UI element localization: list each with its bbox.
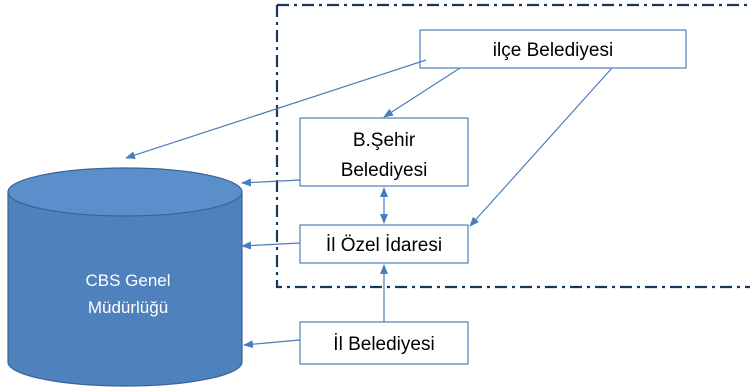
cylinder-body xyxy=(7,191,243,387)
arrow-ilce-to-database xyxy=(125,59,427,160)
box-bsehir-label-line2: Belediyesi xyxy=(341,160,428,181)
arrow-bsehir-to-database xyxy=(241,178,301,187)
dashed-region-border xyxy=(275,3,750,289)
box-il-belediyesi-label: İl Belediyesi xyxy=(333,334,434,355)
box-ilce-belediyesi: ilçe Belediyesi xyxy=(419,29,687,69)
arrow-il-belediyesi-to-database xyxy=(243,339,301,349)
box-ilce-belediyesi-label: ilçe Belediyesi xyxy=(493,40,613,61)
cylinder-top xyxy=(7,167,243,217)
arrow-il-ozel-to-database xyxy=(241,241,301,250)
database-label-line2: Müdürlüğü xyxy=(88,298,168,317)
arrow-ilce-to-il-ozel xyxy=(469,67,613,227)
box-bsehir-label-line1: B.Şehir xyxy=(353,130,416,151)
box-il-ozel-idaresi: İl Özel İdaresi xyxy=(299,224,469,264)
arrow-ilce-to-bsehir xyxy=(383,67,461,118)
box-bsehir-belediyesi: B.Şehir Belediyesi xyxy=(299,117,469,187)
database-cylinder: CBS Genel Müdürlüğü xyxy=(7,167,243,387)
database-label-line1: CBS Genel xyxy=(85,271,170,290)
box-il-belediyesi: İl Belediyesi xyxy=(299,321,469,365)
box-il-ozel-idaresi-label: İl Özel İdaresi xyxy=(326,235,442,256)
